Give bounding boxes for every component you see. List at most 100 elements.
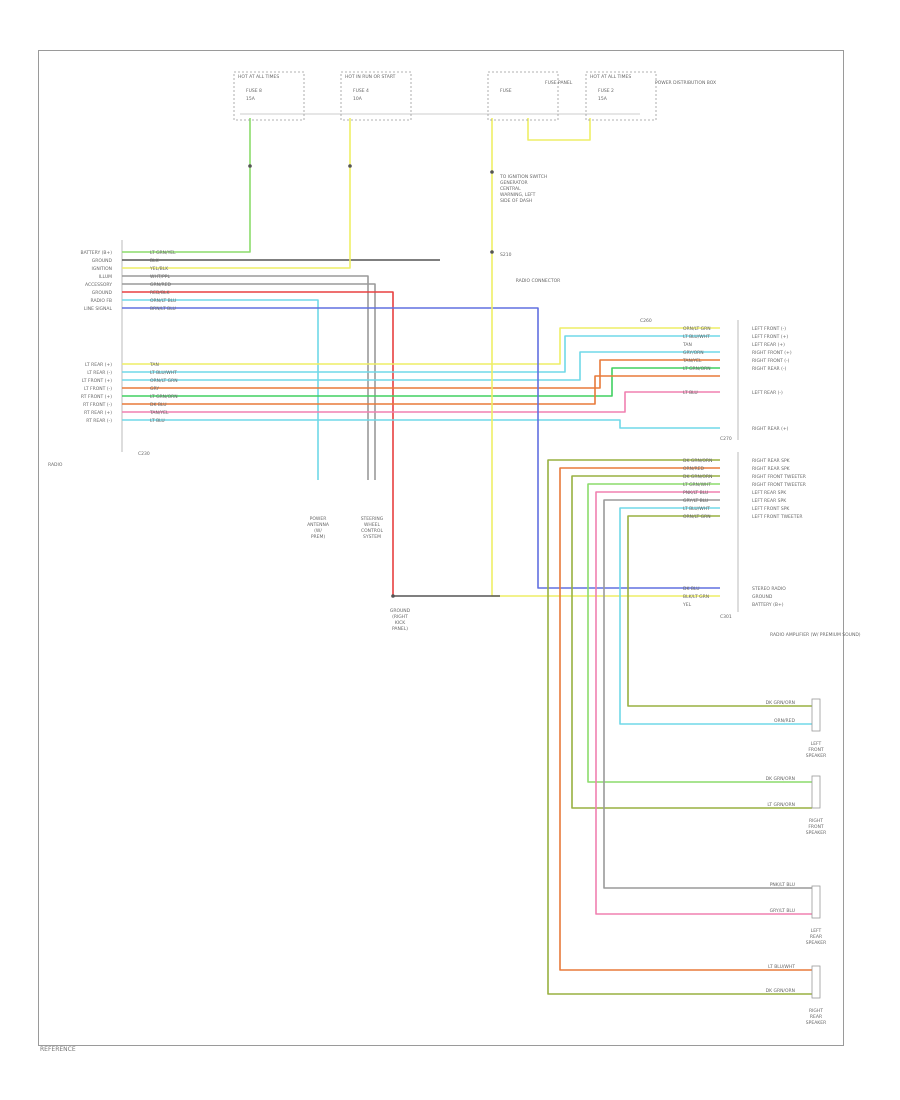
amp-lower-wire-color-2: YEL — [682, 602, 692, 608]
amp-label-6: LEFT FRONT SPK — [752, 506, 790, 512]
speaker-label-2-0: LEFT — [811, 928, 822, 934]
amp-lower-label-2: BATTERY (B+) — [752, 602, 784, 608]
fuse-amp-1: 15A — [246, 96, 256, 102]
fuse-header-2: HOT IN RUN OR START — [345, 74, 396, 80]
speaker-wire-2 — [122, 351, 720, 381]
diagram-frame — [38, 50, 844, 1046]
left-wire-color-7: BRN/LT BLU — [150, 306, 176, 312]
speaker-label-1-2: SPEAKER — [806, 830, 826, 836]
splice-dot-1 — [490, 170, 494, 174]
speaker-wire-color-0: DK GRN/ORN — [766, 988, 795, 994]
right-top-label-1: LEFT FRONT (+) — [752, 334, 788, 340]
left-pin-label-4: ACCESSORY — [85, 282, 112, 288]
amp-wire-color-6: LT BLU/WHT — [683, 506, 710, 512]
right-top-wire-color-6: LT BLU — [683, 390, 698, 396]
speaker-pin-label-5: RT FRONT (-) — [83, 402, 112, 408]
fuse-amp-4: 15A — [598, 96, 608, 102]
amp-name: RADIO AMPLIFIER (W/ PREMIUM SOUND) — [770, 632, 861, 638]
right-top-label-4: RIGHT FRONT (-) — [752, 358, 790, 364]
amp-wire-color-7: ORN/LT GRN — [683, 514, 711, 520]
fuse-name-3: FUSE — [500, 88, 512, 94]
ground-label-0-1: ANTENNA — [307, 522, 330, 528]
right-top-label-5: RIGHT REAR (-) — [752, 366, 786, 372]
left-speaker-wire-color-7: LT BLU — [150, 418, 165, 424]
splice-dot-2 — [490, 250, 494, 254]
speaker-wire-color-3: DK GRN/ORN — [766, 776, 795, 782]
speaker-label-2-1: REAR — [810, 934, 822, 940]
speaker-label-0-0: LEFT — [811, 741, 822, 747]
amp-lower-wire-color-1: BLK/LT GRN — [683, 594, 709, 600]
left-speaker-wire-color-1: LT BLU/WHT — [150, 370, 177, 376]
footer-reference: REFERENCE — [40, 1046, 76, 1053]
speaker-label-0-2: SPEAKER — [806, 753, 826, 759]
speaker-label-1-1: FRONT — [808, 824, 824, 830]
wire-center-feed — [491, 118, 720, 597]
speaker-label-1-0: RIGHT — [809, 818, 823, 824]
ground-label-2-1: (RIGHT — [392, 614, 408, 620]
wire-accessory — [122, 283, 376, 480]
left-wire-color-2: YEL/BLK — [149, 266, 169, 272]
amp-label-3: RIGHT FRONT TWEETER — [752, 482, 806, 488]
speaker-label-3-1: REAR — [810, 1014, 822, 1020]
power-dist-label: POWER DISTRIBUTION BOX — [655, 80, 716, 86]
speaker-wire-7 — [122, 419, 720, 429]
left-pin-label-6: RADIO FB — [91, 298, 112, 304]
ground-label-1-1: WHEEL — [364, 522, 381, 528]
amp-label-2: RIGHT FRONT TWEETER — [752, 474, 806, 480]
connector-c301: C301 — [720, 614, 732, 620]
speaker-wire-color-6: ORN/RED — [774, 718, 796, 724]
speaker-wire-color-4: GRY/LT BLU — [770, 908, 795, 914]
speaker-label-0-1: FRONT — [808, 747, 824, 753]
speaker-wire-color-5: PNK/LT BLU — [770, 882, 795, 888]
left-pin-label-5: GROUND — [92, 290, 113, 296]
right-top-label-3: RIGHT FRONT (+) — [752, 350, 792, 356]
ground-label-0-0: POWER — [310, 516, 327, 522]
speaker-pin-label-2: LT FRONT (+) — [82, 378, 112, 384]
left-speaker-wire-color-0: TAN — [149, 362, 159, 368]
right-top-label-7: RIGHT REAR (+) — [752, 426, 789, 432]
amp-speaker-wire-1 — [559, 467, 812, 971]
amp-wire-color-2: DK GRN/ORN — [683, 474, 712, 480]
ground-label-1-0: STEERING — [361, 516, 384, 522]
ground-label-1-2: CONTROL — [361, 528, 383, 534]
fuse-panel-label: FUSE PANEL — [545, 80, 573, 86]
left-wire-color-6: ORN/LT BLU — [150, 298, 176, 304]
right-top-wire-color-1: LT BLU/WHT — [683, 334, 710, 340]
right-top-wire-color-3: GRY/ORN — [683, 350, 704, 356]
splice-note-4: SIDE OF DASH — [500, 198, 532, 204]
wire-ignition — [122, 118, 351, 269]
fuse-name-2: FUSE 4 — [353, 88, 369, 94]
ground-dot — [391, 594, 395, 598]
splice-note-2: CENTRAL — [500, 186, 521, 192]
amp-label-1: RIGHT REAR SPK — [752, 466, 791, 472]
left-wire-color-5: RED/BLK — [150, 290, 171, 296]
speaker-wire-4 — [122, 367, 720, 397]
wire-power-dist — [527, 118, 591, 141]
ground-label-0-2: (W/ — [314, 528, 322, 534]
ground-label-0-3: PREM) — [311, 534, 326, 540]
splice-note-1: GENERATOR — [500, 180, 528, 186]
speaker-wire-6 — [122, 391, 720, 413]
right-top-wire-color-4: TAN/YEL — [682, 358, 702, 364]
ground-label-2-2: KICK — [395, 620, 406, 626]
amp-wire-color-4: PNK/LT BLU — [683, 490, 708, 496]
left-pin-label-0: BATTERY (B+) — [81, 250, 113, 256]
right-top-label-2: LEFT REAR (+) — [752, 342, 785, 348]
speaker-wire-1 — [122, 335, 720, 373]
speaker-1 — [811, 775, 821, 809]
amp-wire-color-3: LT GRN/WHT — [683, 482, 711, 488]
ground-label-1-3: SYSTEM — [363, 534, 381, 540]
speaker-wire-3 — [122, 359, 720, 389]
splice-note-0: TO IGNITION SWITCH — [499, 174, 547, 180]
splice-note-3: WARNING, LEFT — [500, 192, 536, 198]
fuse-header-4: HOT AT ALL TIMES — [590, 74, 631, 80]
fuse-name-4: FUSE 2 — [598, 88, 614, 94]
amp-speaker-wire-3 — [587, 483, 812, 783]
ground-label-2-3: PANEL) — [392, 626, 408, 632]
speaker-wire-0 — [122, 327, 720, 365]
left-wire-color-1: BLK — [150, 258, 160, 264]
speaker-3 — [811, 965, 821, 999]
left-pin-label-1: GROUND — [92, 258, 113, 264]
speaker-wire-color-1: LT BLU/WHT — [768, 964, 795, 970]
